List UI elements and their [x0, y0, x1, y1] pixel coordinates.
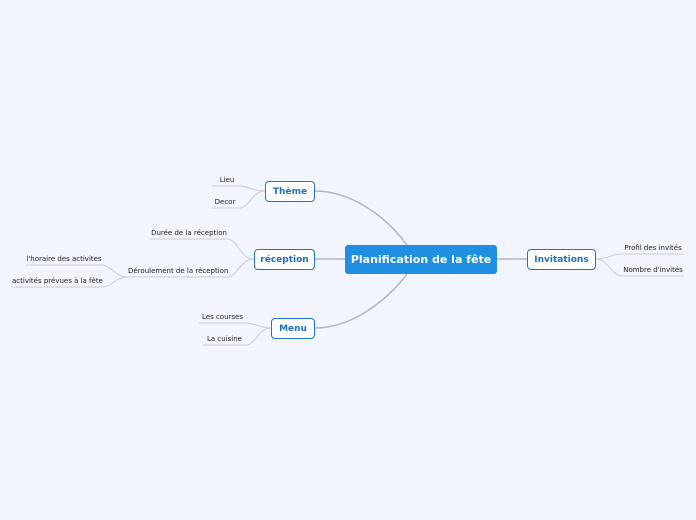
connector-menu-courses [199, 322, 272, 329]
subtopic-deroulement-reception[interactable]: Déroulement de la réception [128, 267, 229, 275]
connector-theme-decor [212, 190, 266, 209]
connector-invitations-profil [595, 253, 684, 260]
subtopic-duree-reception[interactable]: Durée de la réception [151, 229, 227, 237]
subtopic-la-cuisine[interactable]: La cuisine [207, 335, 242, 343]
connector-deroulement-horaire [26, 264, 129, 278]
connector-deroulement-activites [12, 276, 129, 288]
connector-reception-duree [150, 238, 255, 260]
subtopic-profil-invites[interactable]: Profil des invités [624, 244, 682, 252]
connector-theme-lieu [212, 185, 266, 192]
central-topic[interactable]: Planification de la fête [345, 245, 497, 274]
subtopic-les-courses[interactable]: Les courses [201, 313, 243, 321]
connector-reception-deroulement [128, 258, 255, 278]
subtopic-decor[interactable]: Decor [214, 198, 236, 206]
connector-invitations-nombre [595, 258, 684, 277]
connector-central-theme [314, 190, 408, 246]
topic-invitations[interactable]: Invitations [527, 249, 596, 270]
connector-menu-cuisine [203, 327, 272, 346]
subtopic-nombre-invites[interactable]: Nombre d'invités [623, 266, 683, 274]
topic-theme[interactable]: Thème [265, 181, 315, 202]
subtopic-horaire-activites[interactable]: l'horaire des activites [26, 255, 102, 263]
topic-menu[interactable]: Menu [271, 318, 315, 339]
topic-reception[interactable]: réception [254, 249, 315, 270]
subtopic-activites-prevues[interactable]: activités prévues à la fête [12, 277, 103, 285]
connector-central-menu [314, 273, 408, 329]
subtopic-lieu[interactable]: Lieu [219, 176, 235, 184]
